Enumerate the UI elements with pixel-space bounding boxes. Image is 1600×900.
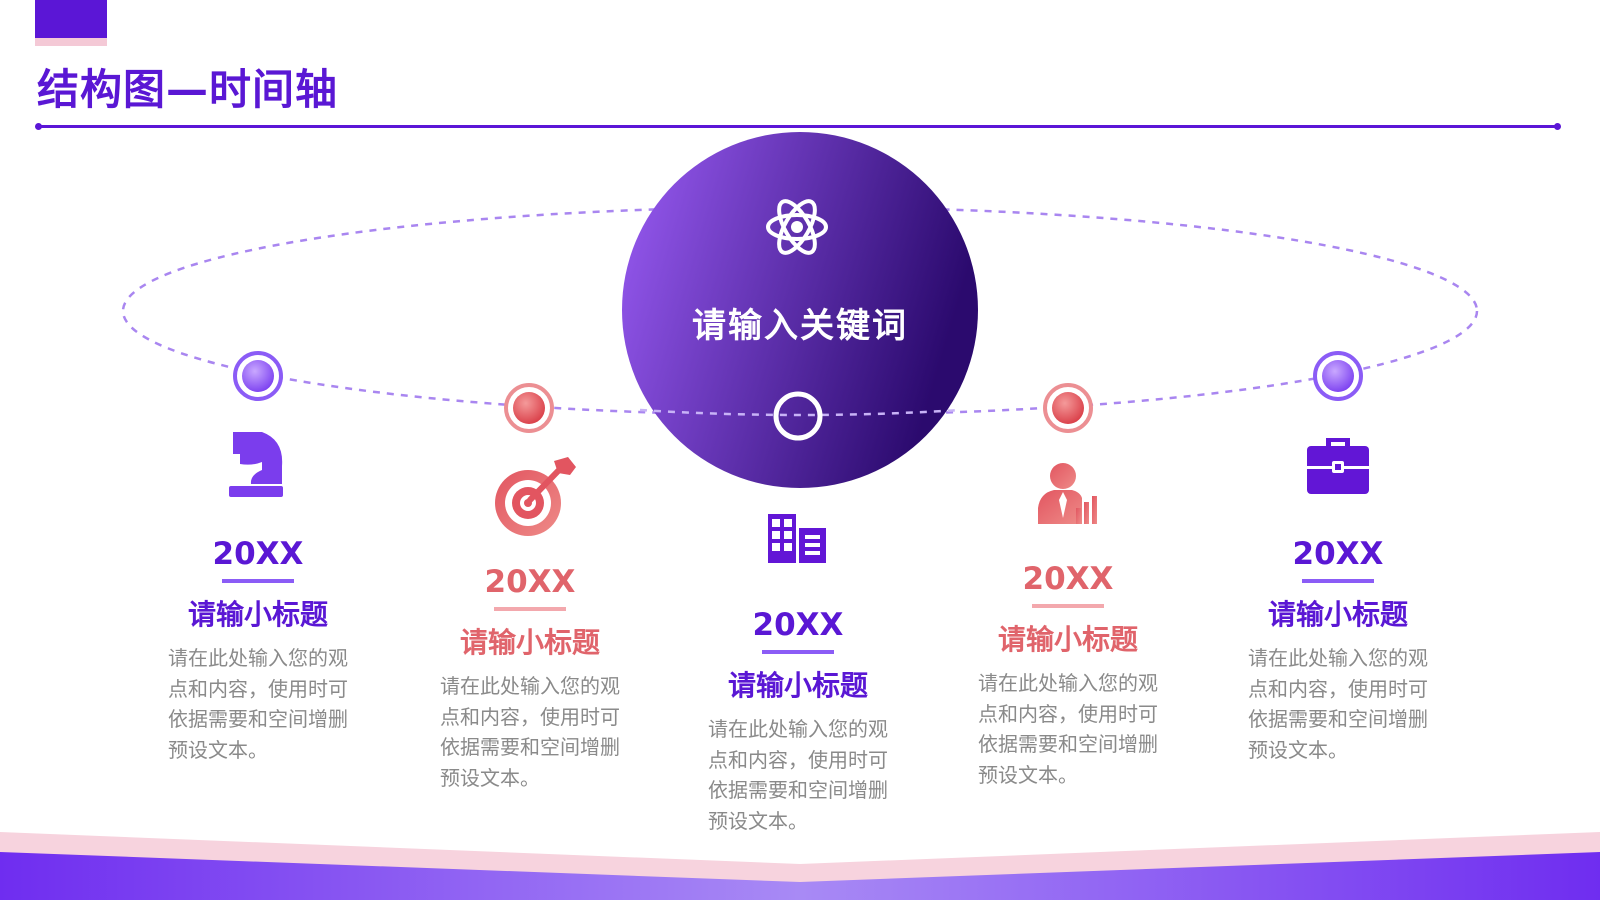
timeline-item-1: 20XX 请输小标题 请在此处输入您的观点和内容，使用时可依据需要和空间增删预设… (138, 535, 378, 765)
timeline-item-4: 20XX 请输小标题 请在此处输入您的观点和内容，使用时可依据需要和空间增删预设… (948, 560, 1188, 790)
center-circle (622, 132, 978, 488)
item-subtitle: 请输小标题 (459, 626, 600, 659)
item-body: 请在此处输入您的观点和内容，使用时可依据需要和空间增删预设文本。 (978, 671, 1158, 787)
timeline-node-2 (504, 383, 554, 433)
timeline-item-2: 20XX 请输小标题 请在此处输入您的观点和内容，使用时可依据需要和空间增删预设… (410, 563, 650, 793)
timeline-item-5: 20XX 请输小标题 请在此处输入您的观点和内容，使用时可依据需要和空间增删预设… (1218, 535, 1458, 765)
item-body: 请在此处输入您的观点和内容，使用时可依据需要和空间增删预设文本。 (708, 717, 888, 833)
orbit-ellipse (121, 205, 1479, 417)
orbit-front-segment (639, 408, 961, 417)
item-subtitle: 请输小标题 (187, 598, 328, 631)
year-underline (1302, 579, 1374, 583)
timeline-node-1 (233, 351, 283, 401)
timeline-node-5 (1313, 351, 1363, 401)
item-year: 20XX (1022, 561, 1114, 597)
businessman-chart-icon (1038, 463, 1097, 524)
item-body: 请在此处输入您的观点和内容，使用时可依据需要和空间增删预设文本。 (168, 646, 348, 762)
timeline-node-4 (1043, 383, 1093, 433)
timeline-item-3: 20XX 请输小标题 请在此处输入您的观点和内容，使用时可依据需要和空间增删预设… (678, 606, 918, 836)
title-divider (35, 123, 1561, 130)
building-icon (768, 514, 826, 563)
atom-icon (766, 199, 828, 255)
item-body: 请在此处输入您的观点和内容，使用时可依据需要和空间增删预设文本。 (1248, 646, 1428, 762)
item-year: 20XX (212, 536, 304, 572)
item-subtitle: 请输小标题 (727, 669, 868, 702)
briefcase-icon (1307, 438, 1369, 494)
item-subtitle: 请输小标题 (997, 623, 1138, 656)
item-body: 请在此处输入您的观点和内容，使用时可依据需要和空间增删预设文本。 (440, 674, 620, 790)
item-subtitle: 请输小标题 (1267, 598, 1408, 631)
bottom-wave-purple (0, 852, 1600, 900)
timeline-node-3 (773, 391, 823, 441)
corner-accent-block (35, 0, 107, 46)
item-year: 20XX (752, 607, 844, 643)
item-year: 20XX (1292, 536, 1384, 572)
item-year: 20XX (484, 564, 576, 600)
year-underline (762, 650, 834, 654)
center-keyword: 请输入关键词 (692, 306, 908, 346)
target-dart-icon (495, 457, 576, 536)
year-underline (1032, 604, 1104, 608)
page-title: 结构图—时间轴 (37, 65, 339, 114)
chess-knight-icon (229, 432, 283, 497)
year-underline (222, 579, 294, 583)
year-underline (494, 607, 566, 611)
